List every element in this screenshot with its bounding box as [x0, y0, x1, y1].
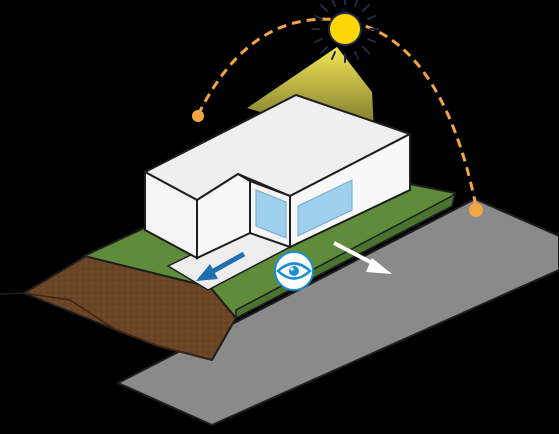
entry-arrow-icon — [196, 251, 246, 281]
road — [115, 197, 559, 427]
house — [142, 93, 413, 260]
window-corner-right — [297, 179, 353, 237]
view-arrow-icon — [333, 241, 392, 274]
sunrise-point — [192, 110, 204, 122]
sun-path — [192, 17, 483, 217]
sunset-point — [469, 203, 483, 217]
eye-icon — [274, 251, 314, 291]
sun-icon — [311, 0, 379, 63]
window-corner-left — [255, 189, 287, 239]
